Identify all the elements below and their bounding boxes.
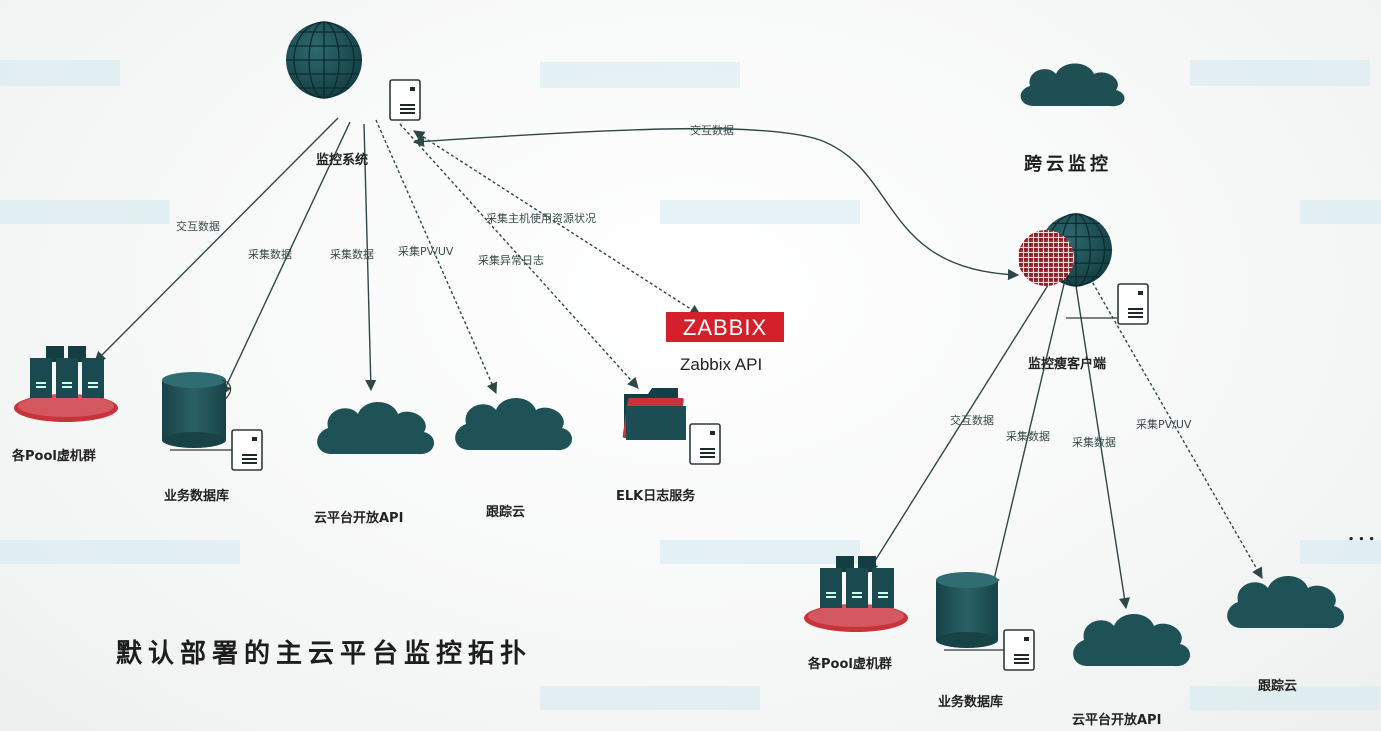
right-edge-labels: 交互数据 采集数据 采集数据 采集PV/UV [950,413,1192,449]
edge-left-collect-api [363,123,377,392]
left-database-label: 业务数据库 [164,488,229,504]
right-trace-cloud-icon [1227,576,1345,629]
main-server-icon [389,79,421,121]
right-vm-pool-label: 各Pool虚机群 [807,656,892,672]
right-edges [867,277,1263,610]
zabbix-api-label: Zabbix API [680,355,762,374]
left-trace-cloud-icon [455,398,573,451]
left-edge-labels: 交互数据 采集数据 采集数据 采集PV/UV 采集异常日志 采集主机使用资源状况… [176,123,734,267]
edge-label-right-collect-2: 采集数据 [1072,435,1116,449]
left-database-icon [162,372,236,451]
edge-label-left-collect-2: 采集数据 [330,247,374,261]
edge-right-collect-api [1075,285,1130,610]
edge-cross-exchange [412,127,1020,281]
left-vm-cluster-icon [14,346,118,422]
zabbix-logo: ZABBIX [666,312,784,342]
edge-right-pvuv [1089,277,1263,579]
main-system-label: 监控系统 [316,152,368,168]
edge-label-left-collect-1: 采集数据 [248,247,292,261]
edge-right-exchange [867,281,1051,573]
edge-label-right-exchange: 交互数据 [950,413,994,427]
right-database-icon [936,572,1008,651]
right-trace-cloud-label: 跟踪云 [1258,678,1297,694]
left-edges [94,117,1020,397]
left-cloud-api-label: 云平台开放API [314,510,403,526]
edge-right-collect-db [988,283,1065,590]
left-cloud-api-icon [317,402,435,455]
main-globe-icon [285,21,363,99]
edge-label-right-pvuv: 采集PV/UV [1136,417,1192,431]
client-server-icon [1117,283,1149,325]
diagram-title: 默认部署的主云平台监控拓扑 [116,638,532,669]
right-database-label: 业务数据库 [938,694,1003,710]
cross-cloud-title: 跨云监控 [1024,153,1112,175]
right-vm-cluster-icon [804,556,908,632]
more-ellipsis: ... [1348,524,1379,545]
left-trace-cloud-label: 跟踪云 [486,504,525,520]
cross-cloud-icon [1020,63,1125,107]
client-globe-icon [1018,213,1113,287]
edge-label-left-log: 采集异常日志 [478,253,544,267]
edge-label-left-exchange: 交互数据 [176,219,220,233]
client-label: 监控瘦客户端 [1028,356,1106,372]
elk-server-icon [689,423,721,465]
left-database-server-icon [231,429,263,471]
edge-left-exchange [94,117,339,363]
edge-left-collect-db [221,121,351,397]
elk-label: ELK日志服务 [616,488,696,504]
edge-label-left-pvuv: 采集PV/UV [398,244,454,258]
edge-label-cross-exchange: 交互数据 [690,123,734,137]
right-cloud-api-label: 云平台开放API [1072,712,1161,728]
right-database-server-icon [1003,629,1035,671]
edge-label-left-host: 采集主机使用资源状况 [486,211,596,225]
elk-folder-icon [622,388,686,440]
left-vm-pool-label: 各Pool虚机群 [11,448,96,464]
right-cloud-api-icon [1073,614,1191,667]
edge-label-right-collect-1: 采集数据 [1006,429,1050,443]
svg-text:ZABBIX: ZABBIX [683,315,767,340]
